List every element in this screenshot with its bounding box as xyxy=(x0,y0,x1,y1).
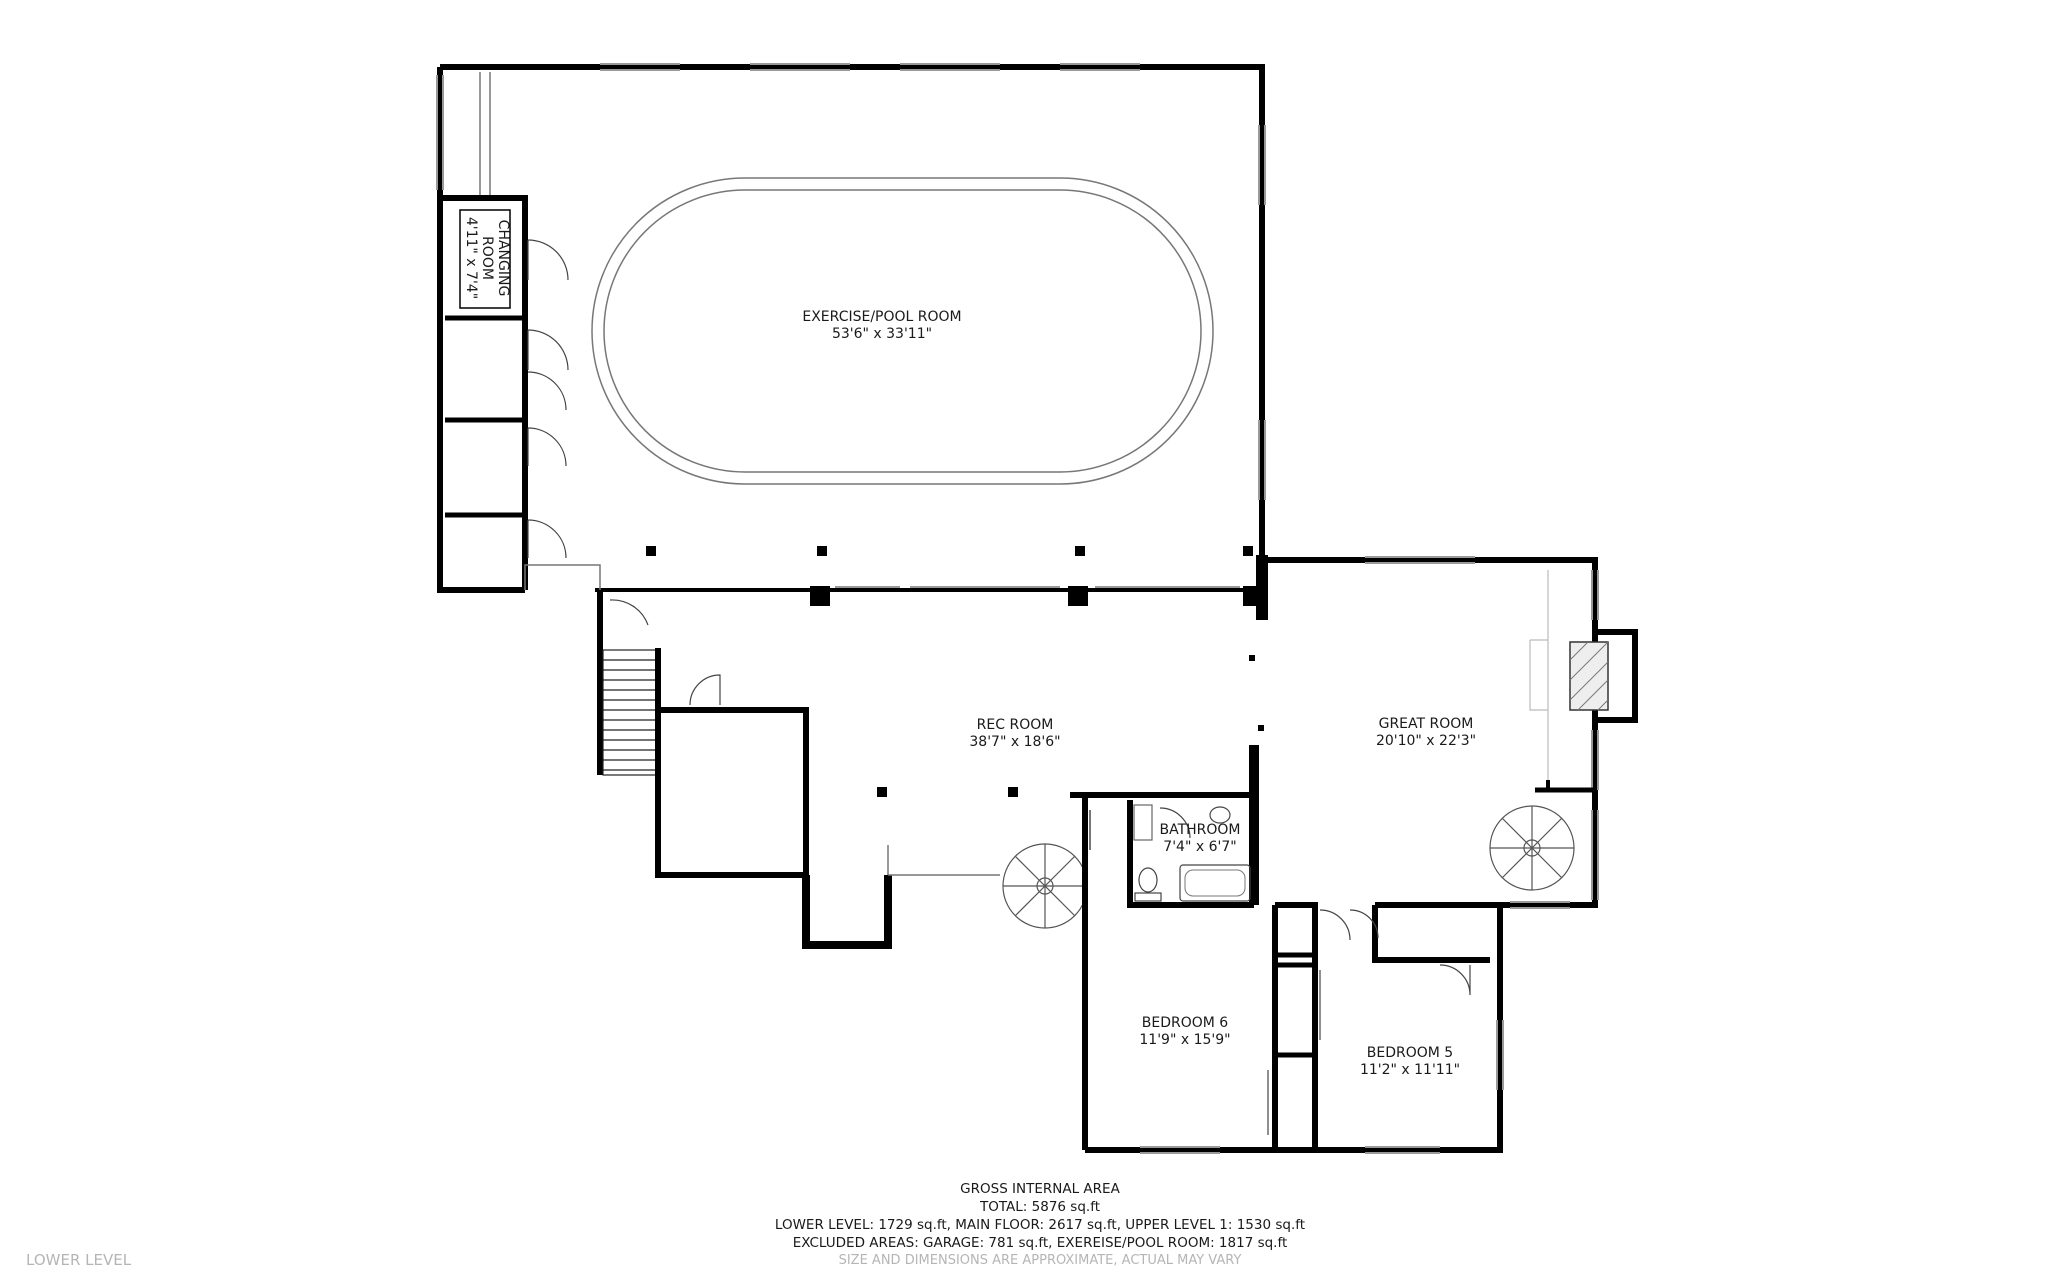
bedroom5-name: BEDROOM 5 xyxy=(1367,1045,1453,1061)
pool-room xyxy=(436,63,1268,620)
bedroom5-dims: 11'2" x 11'11" xyxy=(1360,1062,1460,1078)
area-disclaimer: SIZE AND DIMENSIONS ARE APPROXIMATE, ACT… xyxy=(839,1253,1242,1268)
bedrooms xyxy=(1085,902,1504,1154)
area-excluded: EXCLUDED AREAS: GARAGE: 781 sq.ft, EXERE… xyxy=(793,1235,1288,1251)
bathroom xyxy=(1127,800,1254,908)
bathroom-dims: 7'4" x 6'7" xyxy=(1163,839,1236,855)
rec-room xyxy=(524,564,1259,1150)
changing-room-dims: 4'11" x 7'4" xyxy=(463,217,479,299)
changing-room-name-1: CHANGING xyxy=(495,220,511,297)
room-labels: EXERCISE/POOL ROOM 53'6" x 33'11" CHANGI… xyxy=(463,217,1476,1078)
pool-room-dims: 53'6" x 33'11" xyxy=(832,326,932,342)
area-summary: GROSS INTERNAL AREA TOTAL: 5876 sq.ft LO… xyxy=(775,1181,1305,1268)
rec-room-name: REC ROOM xyxy=(977,717,1054,733)
pool-room-name: EXERCISE/POOL ROOM xyxy=(802,309,961,325)
changing-room-name-2: ROOM xyxy=(479,236,495,280)
area-levels: LOWER LEVEL: 1729 sq.ft, MAIN FLOOR: 261… xyxy=(775,1217,1305,1233)
bathroom-name: BATHROOM xyxy=(1159,822,1240,838)
bedroom6-name: BEDROOM 6 xyxy=(1142,1015,1229,1031)
area-total: TOTAL: 5876 sq.ft xyxy=(979,1199,1100,1215)
area-heading: GROSS INTERNAL AREA xyxy=(960,1181,1120,1197)
level-label: LOWER LEVEL xyxy=(26,1251,132,1269)
bedroom6-dims: 11'9" x 15'9" xyxy=(1139,1032,1230,1048)
rec-room-dims: 38'7" x 18'6" xyxy=(969,734,1060,750)
great-room-name: GREAT ROOM xyxy=(1379,716,1474,732)
great-room-dims: 20'10" x 22'3" xyxy=(1376,733,1476,749)
